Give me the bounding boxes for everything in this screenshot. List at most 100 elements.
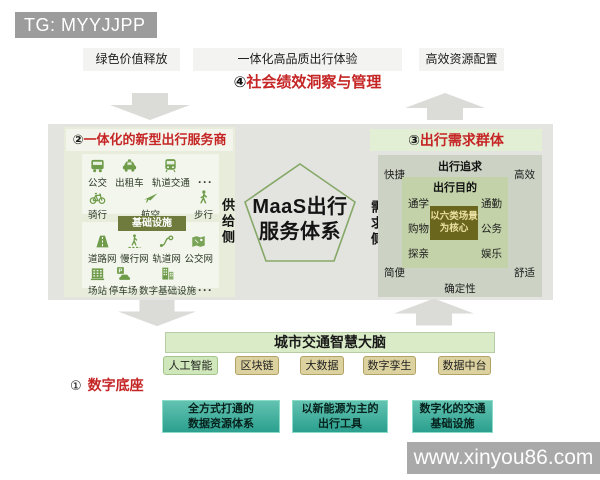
chip-ai: 人工智能 — [163, 356, 218, 375]
pursuit-simple: 简便 — [384, 267, 405, 279]
pillar-digital-infra: 数字化的交通 基础设施 — [412, 400, 493, 433]
mode-walk: 步行 — [194, 189, 213, 221]
pursuit-fast: 快捷 — [384, 169, 405, 181]
chip-data-platform: 数据中台 — [438, 356, 491, 375]
arrow-down-icon — [110, 93, 190, 120]
mode-bicycle: 骑行 — [88, 189, 107, 221]
pentagon-shape — [243, 163, 357, 268]
pedestrian-icon — [195, 189, 212, 206]
digital-buildings-icon — [159, 265, 176, 282]
infrastructure-box: 道路网 慢行网 轨道网 公交网 场站 P 停车场 — [82, 222, 219, 297]
infra-rail: 轨道网 — [152, 233, 181, 265]
mode-more: ··· — [198, 174, 213, 189]
purpose-title: 出行目的 — [433, 182, 477, 194]
six-scenarios-line2: 为核心 — [439, 223, 469, 234]
pillar-new-energy: 以新能源为主的 出行工具 — [292, 400, 388, 433]
mobility-modes-box: 公交 出租车 轨道交通 ··· 骑行 航空 — [82, 154, 219, 221]
pursuit-efficient: 高效 — [514, 169, 535, 181]
chip-digital-twin: 数字孪生 — [363, 356, 416, 375]
step3-number: ③ — [408, 132, 420, 148]
mode-taxi: 出租车 — [115, 157, 144, 189]
station-icon — [89, 265, 106, 282]
infra-road: 道路网 — [88, 233, 117, 265]
mode-label: 航空 — [141, 207, 160, 221]
mode-label: 出租车 — [115, 178, 144, 189]
arrow-up-icon — [405, 93, 485, 120]
mode-bus: 公交 — [88, 157, 107, 189]
infra-row-2: 场站 P 停车场 数字基础设施 ··· — [88, 265, 213, 297]
bus-map-icon — [190, 233, 207, 250]
core-title: MaaS出行 服务体系 — [243, 195, 357, 245]
infra-station: 场站 — [88, 265, 107, 297]
mode-label: 公交 — [88, 178, 108, 189]
metro-icon — [162, 157, 179, 174]
infra-more: ··· — [198, 282, 213, 297]
pursuit-comfortable: 舒适 — [514, 267, 535, 279]
supply-title: ②一体化的新型出行服务商 — [66, 129, 233, 151]
pillar-line2: 基础设施 — [430, 417, 475, 430]
mode-label: 骑行 — [88, 210, 108, 221]
supply-title-label: 一体化的新型出行服务商 — [83, 132, 227, 147]
six-scenarios-line1: 以六类场景 — [430, 211, 478, 222]
mode-plane: 航空 — [141, 189, 160, 221]
pillar-line1: 数字化的交通 — [419, 402, 486, 415]
digital-base-label: 数字底座 — [87, 377, 144, 393]
core-title-line1: MaaS出行 — [252, 196, 348, 218]
infra-label: 轨道网 — [152, 254, 181, 265]
road-icon — [94, 233, 111, 250]
core-title-line2: 服务体系 — [259, 221, 341, 243]
pillar-line1: 以新能源为主的 — [301, 402, 379, 415]
pillar-line2: 出行工具 — [318, 417, 362, 430]
pillar-data-system: 全方式打通的 数据资源体系 — [162, 400, 280, 433]
svg-text:P: P — [118, 268, 122, 274]
outcome-box-quality-travel: 一体化高品质出行体验 — [193, 48, 402, 71]
infra-row-1: 道路网 慢行网 轨道网 公交网 — [88, 233, 213, 265]
top-watermark-badge: TG: MYYJJPP — [15, 12, 157, 38]
infra-label: 慢行网 — [120, 254, 149, 265]
step4-number: ④ — [233, 74, 247, 91]
purpose-family-visit: 探亲 — [408, 248, 429, 260]
infra-busnet: 公交网 — [184, 233, 213, 265]
ellipsis-icon: ··· — [197, 175, 213, 189]
mode-label: 步行 — [193, 210, 213, 221]
bicycle-icon — [89, 189, 106, 206]
travel-purpose-box: 出行目的 通学 通勤 购物 公务 探亲 娱乐 以六类场景 为核心 — [402, 177, 508, 268]
mode-label: 轨道交通 — [151, 178, 190, 189]
bottom-watermark: www.xinyou86.com — [407, 442, 600, 474]
footpath-icon — [126, 233, 143, 250]
step4-label: 社会绩效洞察与管理 — [246, 74, 382, 91]
purpose-school: 通学 — [408, 198, 429, 210]
plane-icon — [142, 189, 159, 206]
purpose-entertainment: 娱乐 — [481, 248, 502, 260]
pursuit-title: 出行追求 — [438, 161, 482, 173]
modes-row-1: 公交 出租车 轨道交通 ··· — [88, 157, 213, 189]
infra-digital: 数字基础设施 — [139, 265, 196, 297]
ellipsis-icon: ··· — [197, 283, 213, 297]
demand-title: ③出行需求群体 — [370, 129, 542, 151]
outcome-box-green-value: 绿色价值释放 — [83, 48, 180, 71]
mode-metro: 轨道交通 — [152, 157, 190, 189]
step4-caption: ④社会绩效洞察与管理 — [200, 71, 415, 92]
infra-label: 场站 — [88, 286, 108, 297]
pursuit-certainty: 确定性 — [444, 283, 476, 295]
chip-bigdata: 大数据 — [300, 356, 344, 375]
purpose-commute: 通勤 — [481, 198, 502, 210]
parking-icon: P — [115, 265, 132, 282]
infra-label: 停车场 — [108, 286, 138, 297]
infra-footpath: 慢行网 — [120, 233, 149, 265]
infra-label: 道路网 — [88, 254, 117, 265]
six-scenarios-box: 以六类场景 为核心 — [430, 206, 478, 240]
infra-label: 公交网 — [184, 254, 213, 265]
chip-blockchain: 区块链 — [235, 356, 279, 375]
arrow-up-icon — [394, 298, 474, 326]
pillar-line1: 全方式打通的 — [188, 402, 254, 415]
bus-icon — [89, 157, 106, 174]
smart-brain-bar: 城市交通智慧大脑 — [165, 332, 495, 353]
pillar-line2: 数据资源体系 — [188, 417, 254, 430]
step2-number: ② — [72, 132, 84, 147]
demand-title-label: 出行需求群体 — [419, 132, 504, 148]
travel-pursuit-box: 出行追求 快捷 高效 简便 舒适 确定性 出行目的 通学 通勤 购物 公务 探亲… — [378, 155, 542, 297]
modes-row-2: 骑行 航空 步行 — [88, 189, 213, 221]
